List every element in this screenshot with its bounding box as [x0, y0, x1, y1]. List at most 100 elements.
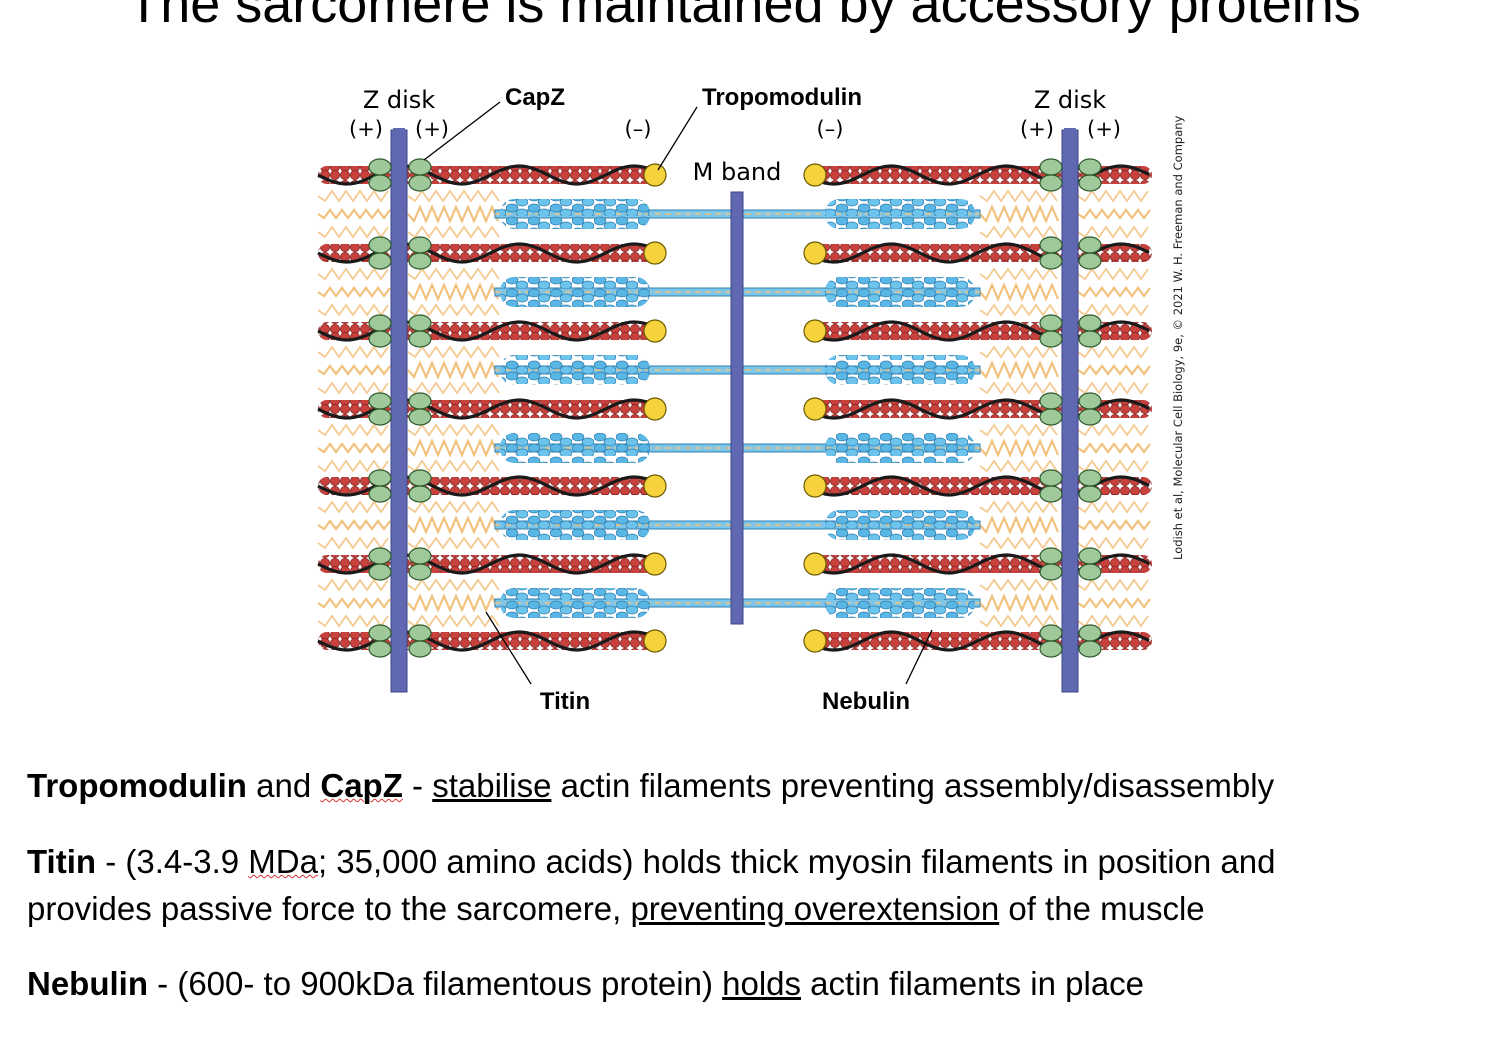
titin-spring	[317, 286, 391, 298]
myosin-heads-right	[825, 588, 975, 618]
tropomodulin-cap	[803, 241, 827, 265]
titin-spring	[1077, 345, 1149, 359]
myosin-heads-left	[500, 277, 650, 307]
capz-disc	[1078, 236, 1102, 254]
capz-label: CapZ	[505, 84, 565, 111]
capz-disc	[408, 392, 432, 410]
titin-spring	[407, 189, 500, 203]
tropomodulin-cap	[803, 629, 827, 653]
underlined-stabilise: stabilise	[432, 767, 552, 804]
capz-disc	[368, 469, 392, 487]
tropomodulin-cap	[643, 397, 667, 421]
titin-spring	[407, 515, 500, 535]
titin-spring	[407, 500, 500, 514]
capz-disc	[1039, 624, 1063, 642]
titin-spring	[407, 345, 500, 359]
text-run: provides passive force to the sarcomere,	[27, 890, 631, 927]
nebulin-strand	[317, 320, 663, 342]
titin-spring	[317, 189, 389, 203]
titin-spring	[979, 515, 1060, 535]
capz-disc	[408, 485, 432, 503]
capz-disc	[408, 408, 432, 426]
capz-disc	[408, 252, 432, 270]
titin-spring	[1077, 189, 1149, 203]
capz-disc	[1078, 174, 1102, 192]
titin-spring	[979, 614, 1058, 628]
plus-label: (+)	[1087, 117, 1121, 141]
titin-spring	[317, 208, 391, 220]
capz-disc	[368, 408, 392, 426]
tropomodulin-cap	[643, 163, 667, 187]
titin-spring	[1077, 519, 1151, 531]
capz-disc	[408, 563, 432, 581]
underlined-preventing-overextension: preventing overextension	[630, 890, 1000, 927]
nebulin-strand	[317, 553, 663, 575]
titin-spring	[317, 500, 389, 514]
titin-leader	[485, 611, 532, 685]
titin-spring	[317, 536, 389, 550]
myosin-heads-right	[825, 355, 975, 385]
titin-spring	[1077, 208, 1151, 220]
titin-spring	[407, 593, 500, 613]
capz-disc	[408, 158, 432, 176]
capz-disc	[368, 174, 392, 192]
titin-spring	[1077, 536, 1149, 550]
tropomodulin-cap	[643, 629, 667, 653]
titin-spring	[979, 267, 1058, 281]
titin-spring	[407, 204, 500, 224]
titin-spring	[979, 360, 1060, 380]
capz-disc	[1039, 158, 1063, 176]
text-run: -	[402, 767, 433, 804]
titin-spring	[317, 303, 389, 317]
capz-disc	[1078, 314, 1102, 332]
text-run: and	[246, 767, 321, 804]
myosin-heads-left	[500, 510, 650, 540]
titin-spring	[979, 536, 1058, 550]
capz-disc	[1078, 640, 1102, 658]
titin-spring	[979, 282, 1060, 302]
titin-spring	[979, 459, 1058, 473]
tropomodulin-cap	[643, 552, 667, 576]
capz-disc	[368, 563, 392, 581]
capz-disc	[1039, 485, 1063, 503]
titin-spring	[407, 614, 500, 628]
titin-spring	[317, 345, 389, 359]
nebulin-strand	[317, 630, 663, 652]
text-run: actin filaments in place	[801, 965, 1145, 1002]
capz-disc	[1078, 330, 1102, 348]
sarcomere-diagram: Z disk (+) (+) CapZ (–) Tropomodulin (–)…	[317, 84, 1152, 715]
capz-disc	[408, 330, 432, 348]
titin-spring	[979, 225, 1058, 239]
tropomodulin-leader	[657, 106, 698, 171]
capz-disc	[408, 640, 432, 658]
tropomodulin-cap	[803, 397, 827, 421]
capz-disc	[368, 158, 392, 176]
tropomodulin-cap	[803, 319, 827, 343]
tropomodulin-cap	[803, 163, 827, 187]
tropomodulin-cap	[803, 474, 827, 498]
text-run: of the muscle	[999, 890, 1205, 927]
z-disk-left	[390, 129, 408, 693]
z-disk-tick	[393, 128, 405, 134]
nebulin-strand	[317, 475, 663, 497]
m-band-label: M band	[693, 158, 782, 186]
titin-spring	[407, 282, 500, 302]
myosin-heads-left	[500, 199, 650, 229]
capz-disc	[1078, 485, 1102, 503]
text-run: - (3.4-3.9	[96, 843, 249, 880]
titin-spring	[1077, 500, 1149, 514]
plus-label: (+)	[349, 117, 383, 141]
capz-disc	[1039, 469, 1063, 487]
titin-spring	[317, 267, 389, 281]
titin-spring	[407, 459, 500, 473]
titin-spring	[407, 303, 500, 317]
capz-disc	[1078, 408, 1102, 426]
titin-spring	[1077, 381, 1149, 395]
titin-spring	[317, 364, 391, 376]
tropomodulin-cap	[803, 552, 827, 576]
capz-disc	[408, 547, 432, 565]
z-disk-right	[1061, 129, 1079, 693]
titin-spring	[979, 593, 1060, 613]
titin-spring	[979, 381, 1058, 395]
capz-disc	[368, 547, 392, 565]
